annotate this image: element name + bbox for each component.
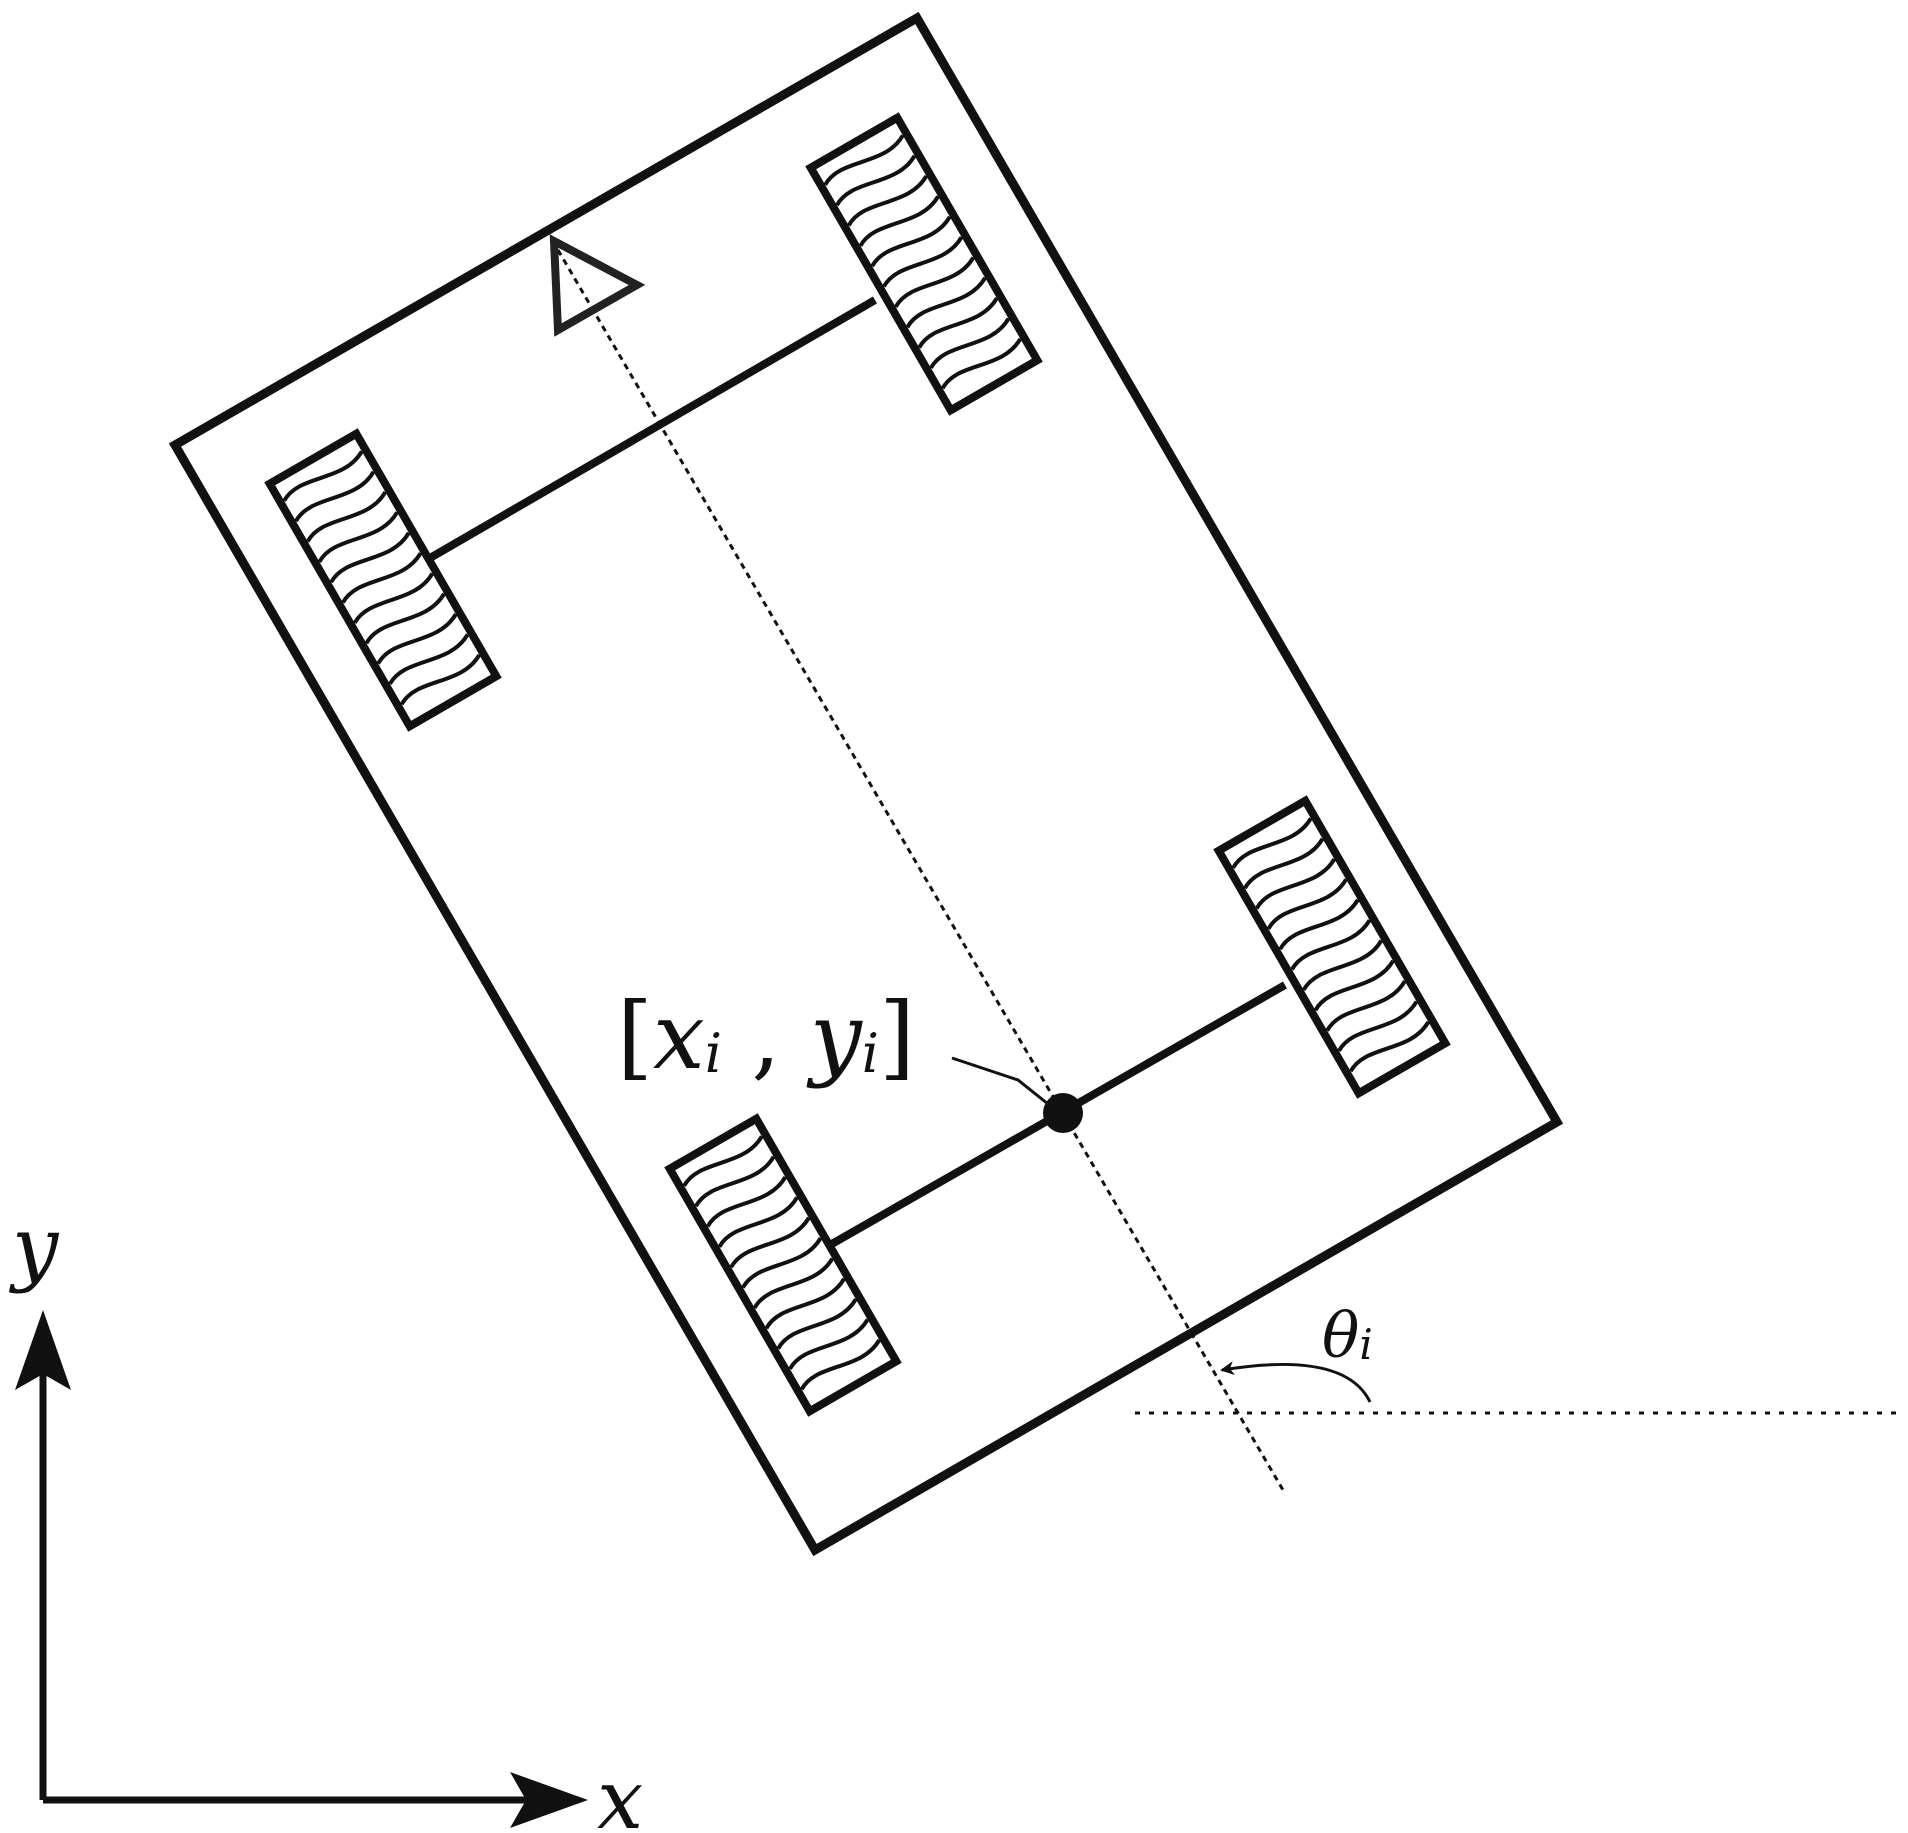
wheel-tread-line	[341, 552, 423, 604]
wheel-tread-line	[729, 1216, 811, 1269]
wheel-bottom-left	[664, 1113, 902, 1417]
y-axis-arrowhead	[15, 1310, 71, 1390]
wheel-tread-line	[682, 1135, 764, 1187]
wheel-tread-line	[858, 195, 940, 247]
wheel-tread-line	[799, 1338, 882, 1391]
wheel-tread-line	[352, 572, 435, 625]
angle-arc	[1220, 1361, 1372, 1403]
position-label-y-sub: i	[862, 1022, 879, 1085]
angle-label: θi	[1322, 1299, 1373, 1372]
wheel-tread-line	[776, 1298, 858, 1350]
wheel-tread-line	[717, 1196, 799, 1248]
wheel-tread-line	[764, 1277, 846, 1330]
wheel-tread-line	[694, 1155, 776, 1208]
wheel-tread-line	[705, 1175, 788, 1228]
position-label-close: ]	[879, 983, 915, 1090]
wheel-tread-line	[741, 1237, 823, 1289]
wheel-tread-line	[917, 297, 999, 349]
heading-triangle-icon	[549, 234, 646, 337]
wheel-tread-line	[329, 531, 411, 584]
heading-line	[556, 249, 1285, 1491]
wheel-tread-line	[305, 490, 388, 543]
wheel-tread-line	[1278, 898, 1360, 951]
wheel-tread-line	[870, 215, 952, 268]
wheel-tread-line	[1348, 1020, 1431, 1073]
wheel-tread-line	[846, 174, 929, 227]
wheel-tread-line	[294, 470, 376, 523]
wheel-tread-line	[1325, 980, 1407, 1032]
angle-label-symbol: θ	[1322, 1299, 1359, 1372]
robot-body	[168, 11, 1564, 1557]
wheel-tread-line	[282, 450, 364, 502]
position-label-x-sub: i	[705, 1022, 722, 1085]
wheel-tread-line	[1254, 857, 1337, 910]
position-leader-line	[951, 1056, 1059, 1114]
rear-axle	[427, 296, 878, 562]
position-label-sep: ,	[722, 983, 810, 1090]
wheel-tread-line	[940, 337, 1023, 390]
position-label-x: x	[653, 983, 705, 1090]
wheel-right	[1213, 795, 1451, 1099]
x-axis-label: x	[597, 1753, 643, 1833]
wheel-tread-line	[882, 236, 964, 288]
wheel-tread-line	[1243, 837, 1325, 890]
y-axis-label: y	[8, 1200, 60, 1295]
wheel-tread-line	[317, 511, 399, 563]
wheel-tread-line	[1231, 817, 1313, 869]
wheel-tread-line	[905, 276, 987, 329]
wheel-tread-line	[399, 653, 482, 706]
position-label-open: [	[617, 983, 653, 1090]
wheel-tread-line	[376, 613, 458, 665]
wheel-tread-line	[1313, 959, 1395, 1012]
wheel-tread-line	[364, 592, 446, 645]
wheel-tread-line	[1266, 878, 1348, 930]
wheel-tread-line	[1301, 939, 1384, 992]
position-label: [xi , yi]	[617, 983, 915, 1090]
wheel-tread-line	[823, 134, 905, 186]
angle-label-sub: i	[1359, 1320, 1372, 1369]
wheel-top-right	[805, 112, 1043, 416]
position-label-y: y	[806, 983, 863, 1090]
wheel-tread-line	[1337, 1000, 1419, 1053]
x-axis-arrowhead	[510, 1772, 588, 1828]
wheel-tread-line	[388, 633, 470, 686]
wheel-tread-line	[788, 1318, 870, 1371]
wheel-tread-line	[752, 1257, 835, 1310]
wheel-tread-line	[835, 154, 917, 207]
wheel-left	[264, 428, 502, 732]
wheel-tread-line	[893, 256, 976, 309]
wheel-tread-line	[929, 317, 1011, 370]
world-axes	[15, 1310, 588, 1828]
wheel-tread-line	[1290, 919, 1372, 971]
robot-center-point	[1043, 1093, 1083, 1133]
